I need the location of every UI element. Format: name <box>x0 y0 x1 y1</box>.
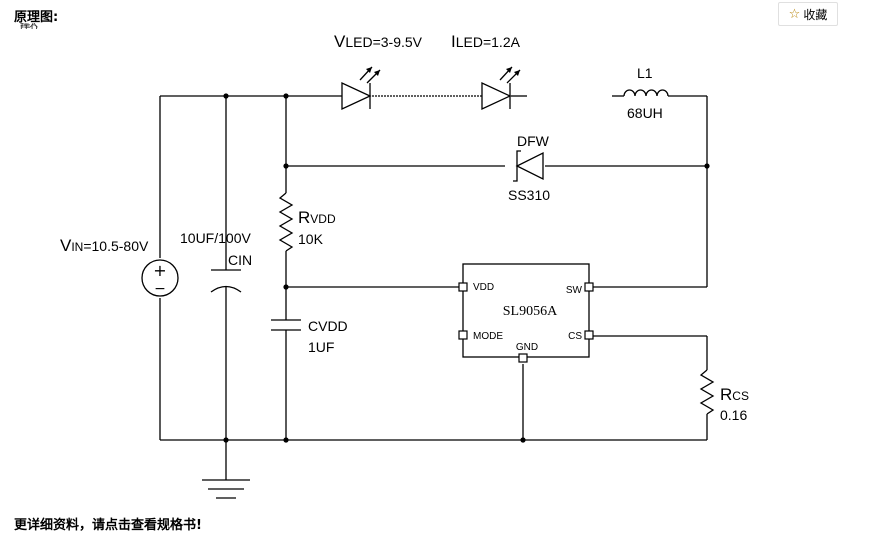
schottky-diode-icon <box>513 150 544 182</box>
ground-icon <box>202 479 250 499</box>
title-fragment: 输入LED <box>20 23 39 29</box>
pin-gnd-pad <box>518 353 528 363</box>
capacitor-cin-icon <box>210 269 242 293</box>
pin-sw-pad <box>584 282 594 292</box>
ic-name: SL9056A <box>503 304 558 319</box>
cin-name: CIN <box>228 252 252 268</box>
pin-mode-pad <box>458 330 468 340</box>
voltage-source-icon: + − <box>141 259 179 297</box>
favorite-label: 收藏 <box>803 7 828 22</box>
inductor-icon <box>623 89 669 97</box>
cin-value: 10UF/100V <box>180 230 251 246</box>
diode-name: DFW <box>517 133 550 149</box>
rvdd-name: RVDD <box>298 208 336 227</box>
resistor-rcs-icon <box>699 369 715 415</box>
pin-gnd-label: GND <box>516 342 538 353</box>
rcs-value: 0.16 <box>720 407 747 423</box>
pin-mode-label: MODE <box>473 331 503 342</box>
junction-dots <box>223 93 710 443</box>
star-icon: ☆ <box>788 6 801 22</box>
iled-label: ILED=1.2A <box>451 32 521 51</box>
rcs-name: RCS <box>720 385 749 404</box>
resistor-rvdd-icon <box>278 192 294 252</box>
pin-vdd-label: VDD <box>473 282 494 293</box>
datasheet-link[interactable]: 更详细资料，请点击查看规格书! <box>14 518 202 533</box>
inductor-value: 68UH <box>627 105 663 121</box>
source-minus: − <box>154 281 166 297</box>
source-plus: + <box>153 261 166 280</box>
pin-vdd-pad <box>458 282 468 292</box>
vled-label: VLED=3-9.5V <box>334 32 423 51</box>
ic-chip: VDD SW MODE CS GND SL9056A <box>458 263 594 363</box>
cvdd-value: 1UF <box>308 339 334 355</box>
pin-sw-label: SW <box>566 285 583 296</box>
vin-label: VIN=10.5-80V <box>60 236 149 255</box>
rvdd-value: 10K <box>298 231 324 247</box>
page-title: 原理图: <box>14 10 59 25</box>
led-2-icon <box>481 66 521 111</box>
pin-cs-label: CS <box>568 331 582 342</box>
wires <box>159 95 708 480</box>
pin-cs-pad <box>584 330 594 340</box>
diode-value: SS310 <box>508 187 550 203</box>
cvdd-name: CVDD <box>308 318 348 334</box>
capacitor-cvdd-icon <box>271 319 301 331</box>
inductor-name: L1 <box>637 65 653 81</box>
favorite-button[interactable]: ☆ 收藏 <box>778 2 838 26</box>
led-1-icon <box>341 66 381 111</box>
